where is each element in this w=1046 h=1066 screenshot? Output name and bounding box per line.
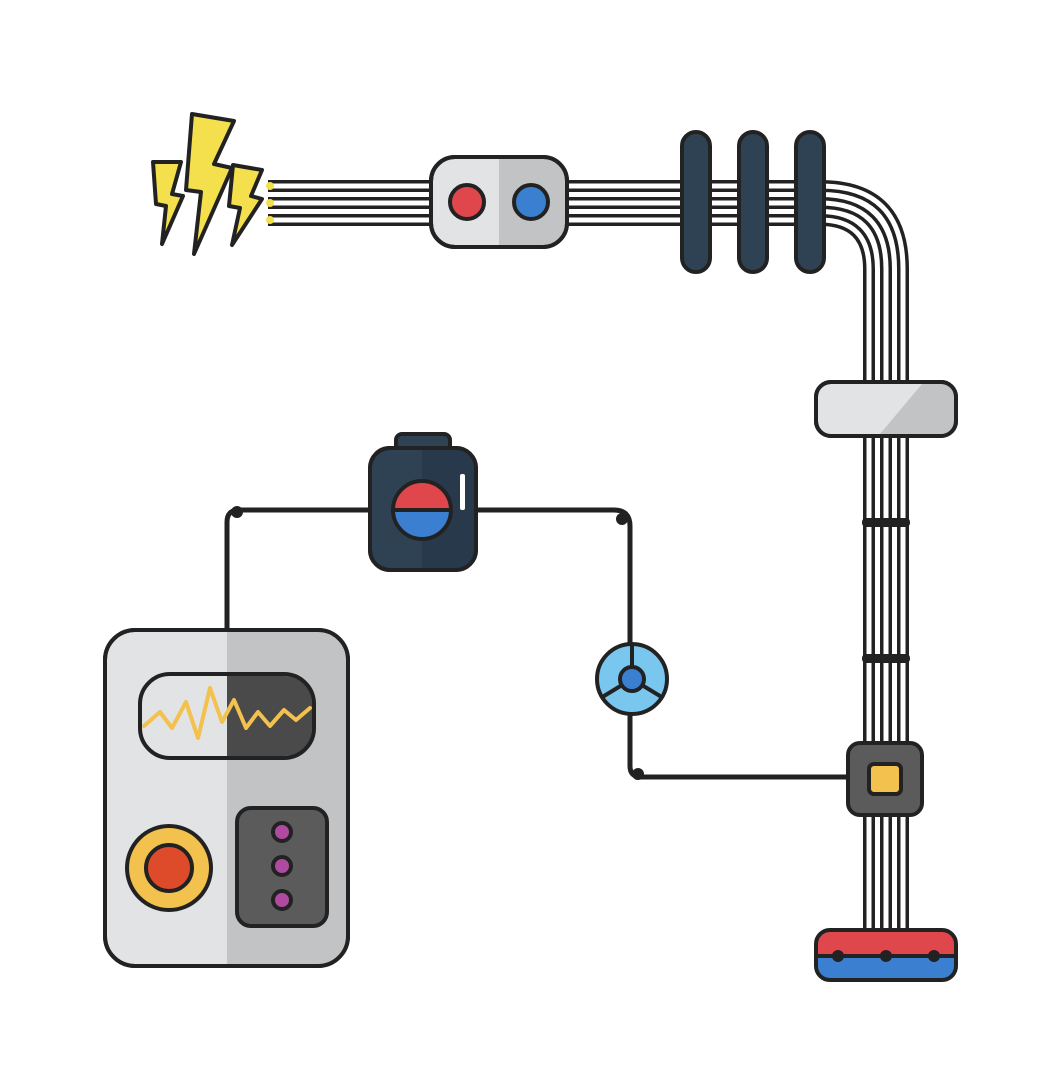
control-wiring-joints [231, 506, 644, 780]
fan-sensor-icon [595, 642, 669, 716]
main-cable-wires [268, 186, 902, 940]
red-blue-connector-icon [429, 155, 569, 249]
insulator-disc-icon [680, 130, 826, 274]
waveform-line [142, 686, 312, 740]
circuit-breaker-icon [368, 432, 478, 572]
meter-display [138, 672, 316, 760]
meter-led [271, 889, 293, 911]
lightning-bolt-icon [151, 112, 264, 256]
terminal-block-icon [814, 928, 958, 982]
cable-tie [862, 518, 910, 663]
multimeter-icon [103, 628, 350, 968]
meter-led [271, 855, 293, 877]
cable-clamp-icon [814, 380, 958, 438]
spark-dots [266, 182, 274, 224]
meter-led-panel [235, 806, 329, 928]
main-cable [268, 180, 909, 940]
junction-box-icon [846, 741, 924, 817]
meter-knob [125, 824, 213, 912]
meter-led [271, 821, 293, 843]
